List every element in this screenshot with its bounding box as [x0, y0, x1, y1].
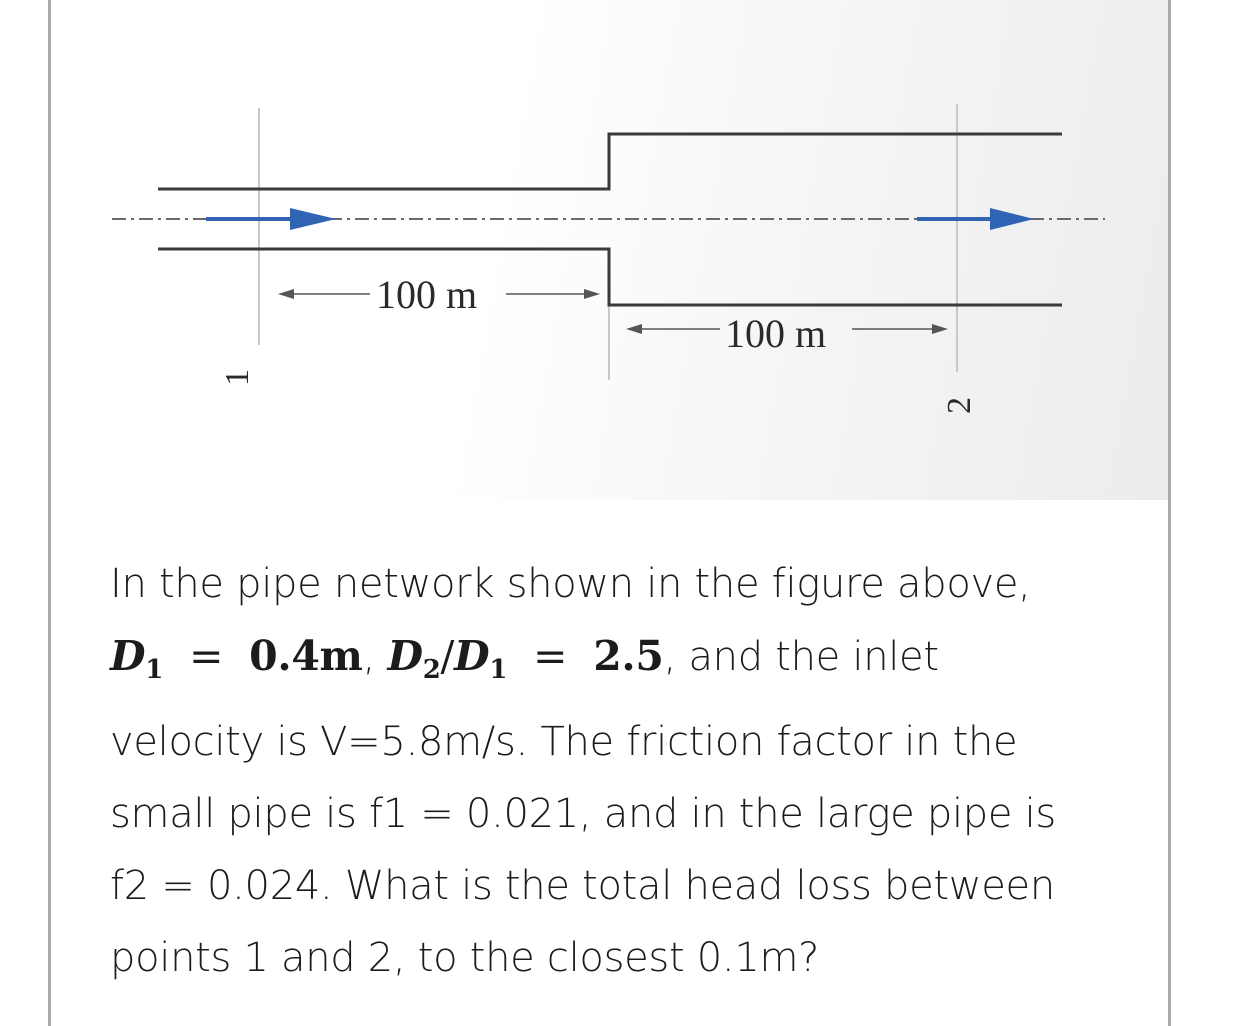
- pipe-top-wall: [158, 132, 1062, 191]
- pipe-bottom-wall: [158, 247, 1062, 307]
- outlet-flow-arrow: [917, 208, 1034, 230]
- question-line-5: f2 = 0.024. What is the total head loss …: [110, 863, 1055, 909]
- question-line-6: points 1 and 2, to the closest 0.1m?: [110, 935, 820, 981]
- pipe-network-figure: 100 m 100 m 1 2: [112, 104, 1105, 414]
- question-text: In the pipe network shown in the figure …: [110, 548, 1150, 994]
- question-line-2: D1=0.4m, D2/D1=2.5, and the inlet: [110, 632, 939, 685]
- question-line-4: small pipe is f1 = 0.021, and in the lar…: [110, 791, 1056, 837]
- diameter-equation: D1=0.4m: [110, 632, 363, 685]
- question-line-1: In the pipe network shown in the figure …: [110, 561, 1031, 607]
- dimension-small-pipe: [278, 289, 600, 299]
- dimension-large-pipe: [626, 324, 948, 334]
- point-1-label: 1: [219, 369, 256, 386]
- length-label-small-pipe: 100 m: [376, 272, 477, 317]
- diameter-ratio-equation: D2/D1=2.5: [387, 632, 664, 685]
- point-2-label: 2: [941, 397, 978, 414]
- length-label-large-pipe: 100 m: [725, 311, 826, 356]
- inlet-flow-arrow: [206, 208, 336, 230]
- question-line-3: velocity is V=5.8m/s. The friction facto…: [110, 719, 1018, 765]
